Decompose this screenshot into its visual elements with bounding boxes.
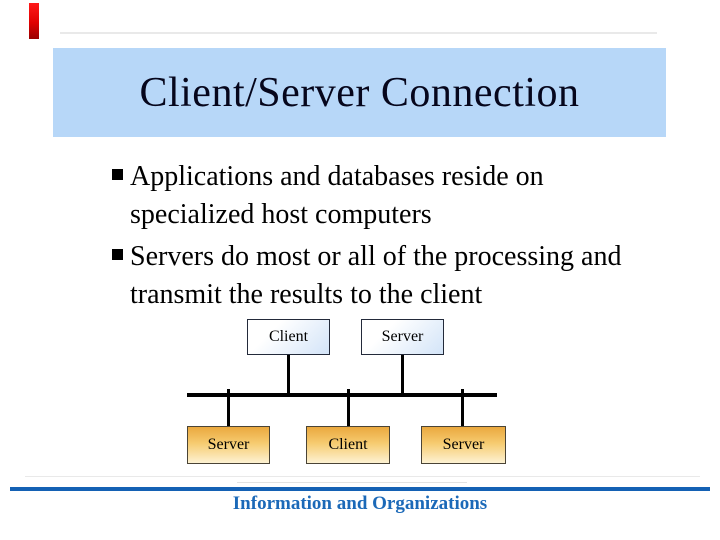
connector-drop [461, 389, 464, 427]
red-accent-bar [29, 3, 39, 39]
bullet-item: Applications and databases reside on spe… [112, 158, 652, 234]
connector-stem [287, 355, 290, 395]
footer-shadow-line [25, 476, 700, 477]
square-bullet-icon [112, 169, 123, 180]
network-bus-line [187, 393, 497, 397]
diagram-node-server-bottom-left: Server [187, 426, 270, 464]
bullet-text: Applications and databases reside on spe… [130, 158, 544, 234]
footer-shadow-line-short [237, 482, 467, 483]
bullet-line: Applications and databases reside on [130, 161, 544, 192]
diagram-node-server-top: Server [361, 319, 444, 355]
square-bullet-icon [112, 249, 123, 260]
slide-title: Client/Server Connection [139, 69, 580, 116]
bullet-line: transmit the results to the client [130, 279, 483, 310]
connector-drop [227, 389, 230, 427]
bullet-list: Applications and databases reside on spe… [112, 158, 652, 318]
bullet-text: Servers do most or all of the processing… [130, 238, 621, 314]
connector-stem [401, 355, 404, 395]
bullet-line: Servers do most or all of the processing… [130, 241, 622, 272]
title-bar-shadow-line [60, 32, 657, 34]
connector-drop [347, 389, 350, 427]
bullet-item: Servers do most or all of the processing… [112, 238, 652, 314]
diagram-node-client-top: Client [247, 319, 330, 355]
diagram-node-server-bottom-right: Server [421, 426, 506, 464]
footer-rule-line [10, 487, 710, 491]
title-bar: Client/Server Connection [53, 48, 666, 137]
diagram-node-client-bottom-center: Client [306, 426, 390, 464]
bullet-line: specialized host computers [130, 199, 432, 230]
footer-caption: Information and Organizations [232, 493, 488, 514]
